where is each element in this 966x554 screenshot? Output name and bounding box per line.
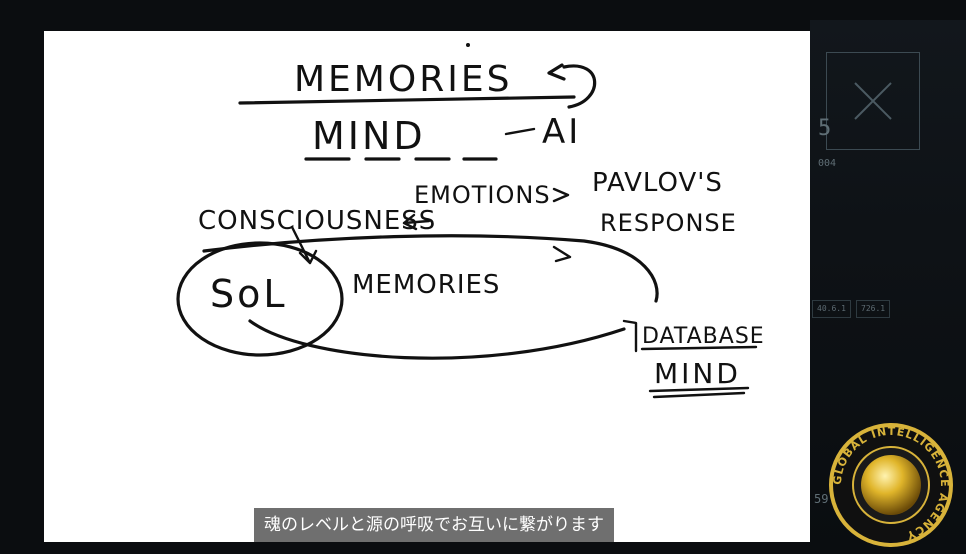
agency-seal-logo: GLOBAL INTELLIGENCE AGENCY xyxy=(829,423,953,547)
consciousness-arrow xyxy=(402,213,431,231)
label-consciousness: CONSCIOUSNESS xyxy=(198,206,436,236)
whiteboard-drawing: MEMORIES MIND AI EMOTIONS PAVLOV'S RESPO… xyxy=(176,43,765,399)
hud-side-number: 59 xyxy=(814,492,829,506)
subtitle-caption: 魂のレベルと源の呼吸でお互いに繋がります xyxy=(254,508,614,542)
label-memories: MEMORIES xyxy=(352,270,500,300)
label-database: DATABASE xyxy=(642,324,765,349)
heading-bracket xyxy=(562,64,597,109)
heading-memories: MEMORIES xyxy=(294,59,512,100)
whiteboard: MEMORIES MIND AI EMOTIONS PAVLOV'S RESPO… xyxy=(44,31,810,542)
loop-arrowhead xyxy=(552,245,572,263)
loop-bottom-arc xyxy=(248,319,626,360)
heading-underline xyxy=(238,95,576,105)
database-bracket xyxy=(622,319,638,353)
hud-number: 5 xyxy=(818,116,832,141)
label-emotions: EMOTIONS xyxy=(414,181,551,209)
heading-arrow-mark xyxy=(547,63,566,81)
hud-chip-1: 40.6.1 xyxy=(812,300,851,318)
ink-dot xyxy=(466,43,470,47)
hud-chip-2: 726.1 xyxy=(856,300,891,318)
close-x-icon xyxy=(854,82,892,120)
mind-double-underline xyxy=(648,386,750,399)
gold-orb-icon xyxy=(861,455,921,515)
label-mind-2: MIND xyxy=(654,357,741,390)
hud-target-box xyxy=(826,52,920,150)
soul-circle xyxy=(176,241,344,357)
hud-code: 004 xyxy=(818,158,837,169)
consciousness-pointer xyxy=(290,225,318,265)
label-soul: SoL xyxy=(210,272,288,316)
database-underline xyxy=(640,345,758,351)
subheading-mind: MIND xyxy=(312,114,426,158)
label-ai: AI xyxy=(542,112,581,152)
ai-dash xyxy=(504,127,536,136)
label-response: RESPONSE xyxy=(600,209,737,237)
label-pavlovs: PAVLOV'S xyxy=(592,168,723,198)
emotions-arrow xyxy=(552,187,570,203)
loop-top-arc xyxy=(202,234,659,303)
